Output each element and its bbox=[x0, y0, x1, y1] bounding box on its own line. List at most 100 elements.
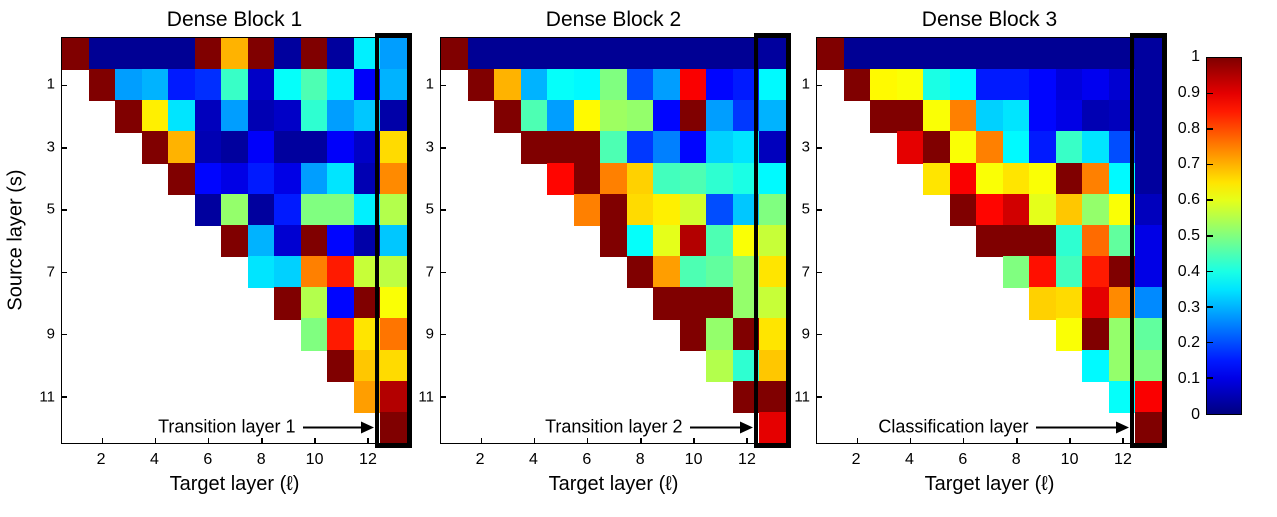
y-tick-label: 5 bbox=[46, 200, 55, 218]
heatmap-cell bbox=[759, 100, 786, 133]
heatmap-cell bbox=[626, 193, 655, 227]
x-tick-mark bbox=[640, 438, 642, 443]
heatmap-cell bbox=[274, 193, 303, 227]
heatmap-cell bbox=[494, 100, 522, 133]
heatmap-cell bbox=[679, 193, 708, 227]
heatmap-cell bbox=[547, 100, 575, 133]
heatmap-cell bbox=[679, 224, 708, 258]
heatmap-cell bbox=[221, 162, 249, 195]
y-tick-mark bbox=[441, 84, 446, 87]
x-tick-mark bbox=[154, 438, 157, 443]
heatmap-cell bbox=[1135, 411, 1162, 443]
heatmap-cell bbox=[653, 256, 682, 289]
heatmap-cell bbox=[600, 131, 628, 164]
y-tick-label: 3 bbox=[46, 138, 55, 156]
heatmap-cell bbox=[194, 69, 223, 102]
heatmap-cell bbox=[300, 162, 329, 195]
heatmap-cell bbox=[759, 411, 786, 443]
y-tick-mark bbox=[62, 84, 67, 87]
heatmap-cell bbox=[653, 38, 682, 71]
y-tick-mark bbox=[817, 271, 822, 274]
heatmap-cell bbox=[896, 69, 925, 102]
x-tick-mark bbox=[1016, 438, 1018, 443]
y-tick-mark bbox=[441, 209, 446, 211]
heatmap-cell bbox=[896, 100, 925, 133]
heatmap-cell bbox=[1029, 256, 1058, 289]
x-tick-mark bbox=[533, 438, 536, 443]
heatmap-cells bbox=[62, 38, 407, 443]
colorbar-tick-mark bbox=[1207, 306, 1213, 308]
heatmap-cell bbox=[1135, 100, 1162, 133]
heatmap-cell bbox=[843, 69, 872, 102]
heatmap-cell bbox=[88, 38, 117, 71]
heatmap-cell bbox=[976, 224, 1004, 258]
colorbar-tick-mark bbox=[1207, 377, 1213, 379]
heatmap-cell bbox=[976, 38, 1004, 71]
y-tick-label: 11 bbox=[39, 388, 55, 406]
heatmap-cell bbox=[1002, 38, 1031, 71]
heatmap-cell bbox=[467, 69, 496, 102]
x-tick-mark bbox=[909, 438, 912, 443]
heatmap-cell bbox=[247, 224, 276, 258]
heatmap-cell bbox=[896, 131, 925, 164]
colorbar-tick-mark bbox=[1207, 235, 1213, 237]
heatmap-cell bbox=[247, 193, 276, 227]
heatmap-cell bbox=[949, 162, 978, 195]
heatmap-cell bbox=[194, 193, 223, 227]
heatmap-cell bbox=[626, 131, 655, 164]
heatmap-cell bbox=[626, 38, 655, 71]
y-tick-mark bbox=[62, 333, 67, 336]
heatmap-cell bbox=[327, 100, 356, 133]
heatmap-cell bbox=[626, 224, 655, 258]
y-tick-mark bbox=[817, 333, 822, 336]
panel-title: Dense Block 3 bbox=[921, 8, 1058, 31]
arrow-icon bbox=[690, 426, 741, 429]
heatmap-cell bbox=[300, 69, 329, 102]
heatmap-cell bbox=[300, 256, 329, 289]
heatmap-cell bbox=[115, 100, 143, 133]
heatmap-cell bbox=[817, 38, 845, 71]
heatmap-cell bbox=[923, 162, 951, 195]
heatmap-cell bbox=[976, 131, 1004, 164]
heatmap-cell bbox=[380, 256, 407, 289]
heatmap-cell bbox=[1002, 256, 1031, 289]
heatmap-cell bbox=[759, 38, 786, 71]
y-tick-mark bbox=[62, 396, 67, 398]
heatmap-cell bbox=[300, 318, 329, 351]
heatmap-cell bbox=[141, 69, 170, 102]
panel-title: Dense Block 1 bbox=[166, 8, 303, 31]
heatmap-cell bbox=[923, 38, 951, 71]
heatmap-cell bbox=[1055, 256, 1084, 289]
highlight-rect bbox=[375, 33, 412, 448]
x-tick-mark bbox=[693, 438, 695, 443]
heatmap-cell bbox=[1135, 162, 1162, 195]
annotation-text: Classification layer bbox=[878, 416, 1029, 437]
colorbar-tick-label: 0.5 bbox=[1177, 227, 1200, 244]
heatmap-cell bbox=[300, 38, 329, 71]
heatmap-cell bbox=[247, 38, 276, 71]
heatmap-cell bbox=[380, 193, 407, 227]
colorbar-tick-label: 0 bbox=[1191, 406, 1200, 423]
heatmap-cell bbox=[1029, 38, 1058, 71]
x-tick-label: 8 bbox=[256, 451, 266, 468]
colorbar-tick-mark bbox=[1207, 341, 1213, 344]
heatmap-cell bbox=[759, 193, 786, 227]
heatmap-cell bbox=[976, 162, 1004, 195]
heatmap-cell bbox=[88, 69, 117, 102]
y-tick-mark bbox=[817, 147, 822, 149]
y-tick-mark bbox=[441, 396, 446, 398]
heatmap-cell bbox=[1055, 224, 1084, 258]
arrow-icon bbox=[1036, 426, 1117, 429]
heatmap-cell bbox=[949, 131, 978, 164]
heatmap-cell bbox=[274, 100, 303, 133]
heatmap-cell bbox=[1135, 256, 1162, 289]
heatmap-cell bbox=[1082, 38, 1111, 71]
y-tick-mark bbox=[817, 84, 822, 87]
x-tick-mark bbox=[586, 438, 589, 443]
heatmap-cell bbox=[327, 224, 356, 258]
heatmap-cell bbox=[1029, 69, 1058, 102]
y-tick-label: 5 bbox=[425, 200, 434, 218]
